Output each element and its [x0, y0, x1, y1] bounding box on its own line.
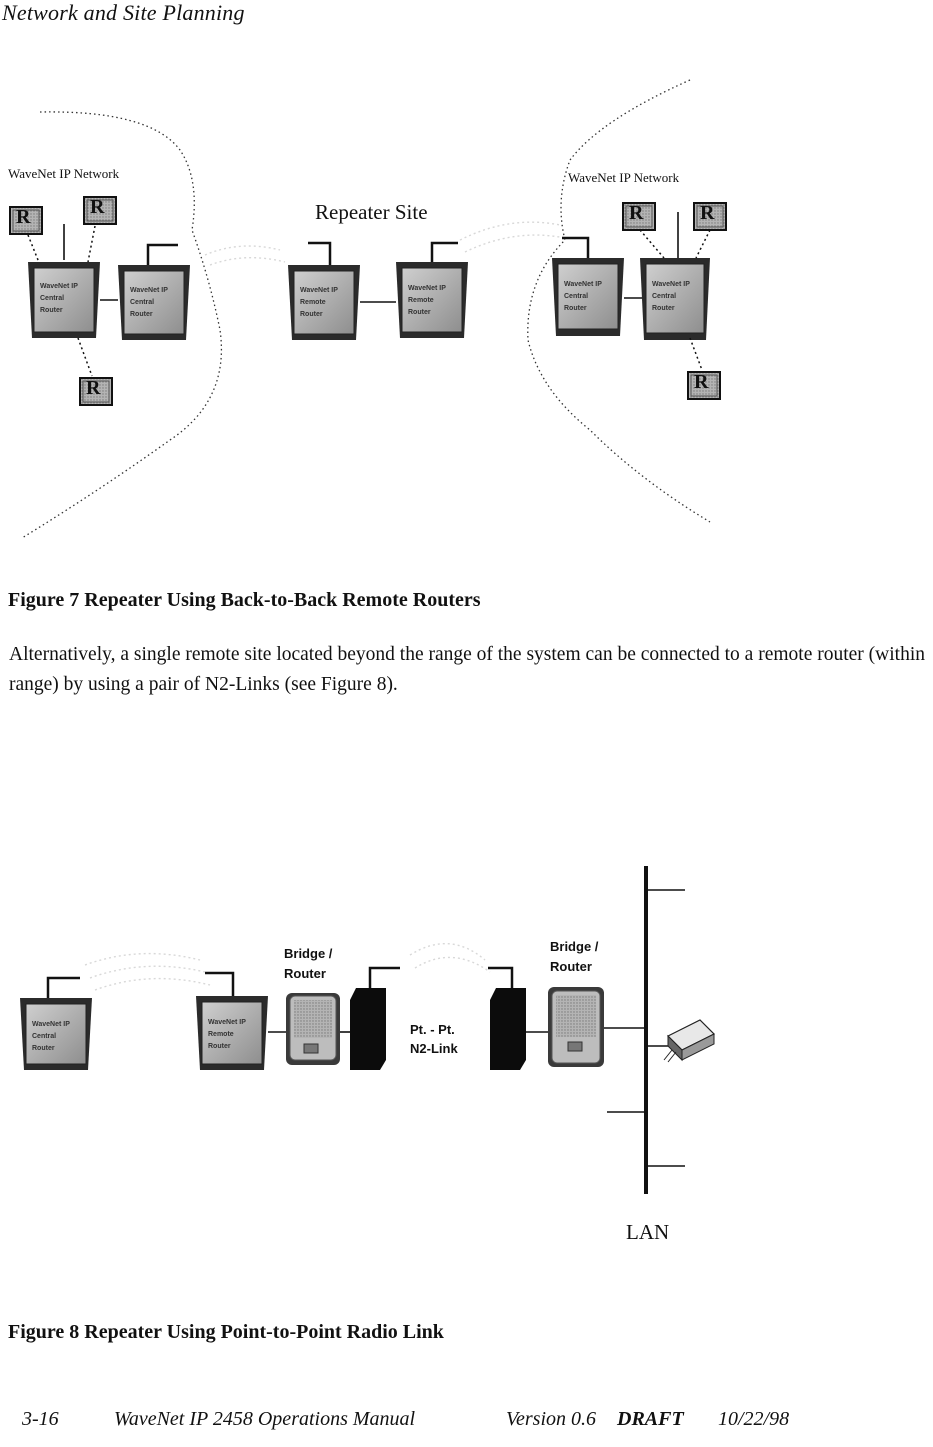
- figure-7-caption: Figure 7 Repeater Using Back-to-Back Rem…: [8, 589, 481, 611]
- central-router-left: WaveNet IP Central Router: [28, 262, 100, 338]
- repeater-router-1: WaveNet IP Remote Router: [288, 241, 360, 340]
- lan-backbone: [607, 866, 685, 1194]
- remote-label: R: [16, 206, 31, 228]
- bridge-router-label-1: Bridge / Router: [284, 946, 333, 981]
- svg-text:Central: Central: [40, 295, 64, 302]
- figure-8-caption: Figure 8 Repeater Using Point-to-Point R…: [8, 1321, 444, 1343]
- footer-date: 10/22/98: [718, 1408, 790, 1430]
- figure-7-diagram: WaveNet IP Central Router WaveNet IP Cen…: [9, 79, 727, 539]
- radio-waves-right: [459, 221, 566, 253]
- footer-manual-title: WaveNet IP 2458 Operations Manual: [114, 1408, 416, 1430]
- bridge-router-1: [286, 993, 340, 1065]
- svg-text:Remote: Remote: [300, 299, 326, 306]
- svg-text:Router: Router: [32, 1045, 55, 1052]
- radio-waves-fig8-right: [409, 943, 491, 973]
- n2-link-label: Pt. - Pt. N2-Link: [410, 1022, 458, 1056]
- remote-label: R: [86, 377, 101, 399]
- svg-text:Central: Central: [564, 293, 588, 300]
- svg-text:WaveNet IP: WaveNet IP: [40, 283, 78, 290]
- remote-label: R: [700, 202, 715, 224]
- svg-text:Router: Router: [208, 1043, 231, 1050]
- svg-text:Router: Router: [652, 305, 675, 312]
- central-router-fig8: WaveNet IP Central Router: [20, 976, 92, 1070]
- svg-text:Remote: Remote: [408, 297, 434, 304]
- remote-box-left-2: [83, 196, 117, 225]
- remote-router-fig8: WaveNet IP Remote Router: [196, 971, 268, 1070]
- footer-draft: DRAFT: [617, 1408, 684, 1430]
- svg-text:WaveNet IP: WaveNet IP: [130, 287, 168, 294]
- right-network-label: WaveNet IP Network: [568, 170, 680, 185]
- svg-text:WaveNet IP: WaveNet IP: [408, 285, 446, 292]
- svg-text:WaveNet IP: WaveNet IP: [208, 1019, 246, 1026]
- right-network-boundary: [527, 79, 711, 523]
- svg-text:WaveNet IP: WaveNet IP: [300, 287, 338, 294]
- remote-router-left: WaveNet IP Central Router: [118, 243, 190, 340]
- remote-box-right-1: [622, 202, 656, 231]
- remote-box-left-3: [79, 377, 113, 406]
- svg-text:Router: Router: [300, 311, 323, 318]
- footer-page-number: 3-16: [22, 1408, 59, 1430]
- repeater-site-label: Repeater Site: [315, 200, 428, 224]
- n2link-1: [350, 966, 400, 1070]
- remote-label: R: [629, 202, 644, 224]
- svg-text:Router: Router: [564, 305, 587, 312]
- svg-text:Remote: Remote: [208, 1031, 234, 1038]
- remote-label: R: [90, 196, 105, 218]
- remote-box-left-1: [9, 206, 43, 235]
- repeater-router-2: WaveNet IP Remote Router: [396, 241, 468, 338]
- svg-text:WaveNet IP: WaveNet IP: [32, 1021, 70, 1028]
- radio-waves-left: [204, 245, 286, 266]
- svg-text:Router: Router: [130, 311, 153, 318]
- body-paragraph: Alternatively, a single remote site loca…: [9, 644, 925, 695]
- left-network-label: WaveNet IP Network: [8, 166, 120, 181]
- remote-router-right: WaveNet IP Central Router: [552, 236, 624, 336]
- bridge-router-2: [548, 987, 604, 1067]
- lan-label: LAN: [626, 1220, 670, 1244]
- svg-text:Central: Central: [32, 1033, 56, 1040]
- svg-text:WaveNet IP: WaveNet IP: [564, 281, 602, 288]
- svg-text:WaveNet IP: WaveNet IP: [652, 281, 690, 288]
- svg-text:Central: Central: [130, 299, 154, 306]
- svg-text:Router: Router: [408, 309, 431, 316]
- svg-text:Router: Router: [40, 307, 63, 314]
- page-header: Network and Site Planning: [2, 0, 245, 25]
- remote-label: R: [694, 371, 709, 393]
- central-router-right: WaveNet IP Central Router: [640, 258, 710, 340]
- footer-version: Version 0.6: [506, 1408, 596, 1430]
- radio-waves-fig8-left: [84, 952, 211, 991]
- n2link-2: [488, 966, 526, 1070]
- bridge-router-label-2: Bridge / Router: [550, 939, 599, 974]
- remote-box-right-3: [687, 371, 721, 400]
- svg-text:Central: Central: [652, 293, 676, 300]
- printer-icon: [663, 1019, 716, 1063]
- left-network-boundary: [21, 111, 223, 539]
